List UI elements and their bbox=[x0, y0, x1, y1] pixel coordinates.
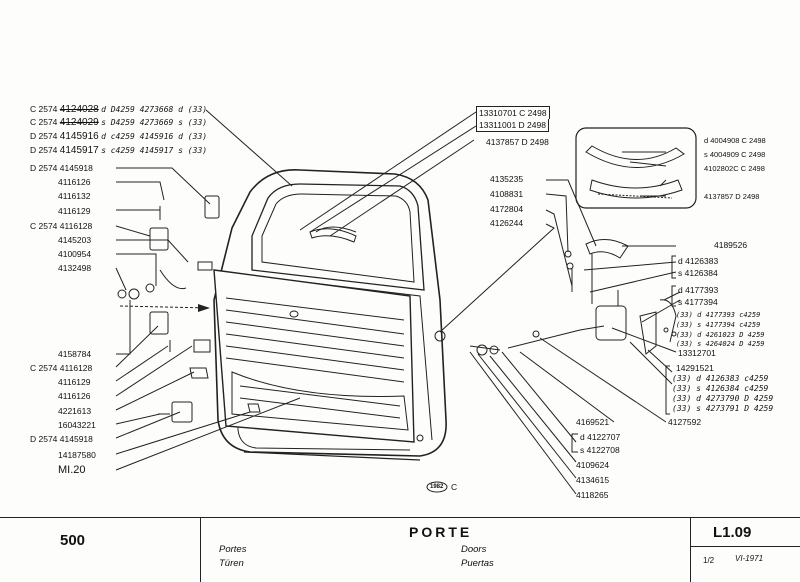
code-cell: L1.09 1/2 VI-1971 bbox=[690, 518, 800, 582]
title-es: Puertas bbox=[461, 558, 494, 569]
part-label: 4145203 bbox=[58, 235, 92, 245]
part-label: (33) s 4273791 D 4259 bbox=[672, 404, 774, 413]
part-label: d 4004908 C 2498 bbox=[704, 136, 766, 145]
part-label: C 2574 4116128 bbox=[30, 221, 93, 231]
part-label: 4108831 bbox=[490, 189, 524, 199]
part-label: 4134615 bbox=[576, 475, 610, 485]
part-label: (33) d 4261023 D 4259 bbox=[676, 331, 765, 339]
part-label: 4102802C C 2498 bbox=[704, 164, 765, 173]
part-label: 4116132 bbox=[58, 191, 91, 201]
model-number: 500 bbox=[60, 532, 86, 549]
part-label: 4135235 bbox=[490, 174, 524, 184]
part-label: s 4122708 bbox=[580, 445, 620, 455]
part-label: C 2574 4124028 d D4259 4273668 d (33) bbox=[30, 104, 208, 115]
part-label: 4137857 D 2498 bbox=[486, 137, 549, 147]
part-label: (33) s 4264024 D 4259 bbox=[676, 340, 765, 348]
part-label: 4158784 bbox=[58, 349, 92, 359]
part-label: s 4004909 C 2498 bbox=[704, 150, 766, 159]
part-label: s 4126384 bbox=[678, 268, 718, 278]
part-label: 14187580 bbox=[58, 450, 96, 460]
part-label: (33) d 4177393 c4259 bbox=[676, 311, 761, 319]
title-block: 500 PORTE Portes Türen Doors Puertas L1.… bbox=[0, 517, 800, 582]
part-label: 13310701 C 2498 bbox=[476, 106, 550, 119]
part-label: s 4177394 bbox=[678, 297, 718, 307]
part-label: 4100954 bbox=[58, 249, 92, 259]
part-label: 4137857 D 2498 bbox=[704, 192, 760, 201]
part-label: 4116126 bbox=[58, 177, 91, 187]
title-cell: PORTE Portes Türen Doors Puertas bbox=[200, 518, 691, 582]
part-label: (33) d 4273790 D 4259 bbox=[672, 394, 774, 403]
sheet-code: L1.09 bbox=[713, 524, 752, 541]
title-fr: Portes bbox=[219, 544, 247, 555]
part-label: d 4122707 bbox=[580, 432, 621, 442]
part-label: 4116129 bbox=[58, 377, 91, 387]
part-label: (33) d 4126383 c4259 bbox=[672, 374, 769, 383]
part-label: 4116129 bbox=[58, 206, 91, 216]
part-label: 13312701 bbox=[678, 348, 716, 358]
part-label: C 2574 4124029 s D4259 4273669 s (33) bbox=[30, 117, 208, 128]
part-label: 4189526 bbox=[714, 240, 748, 250]
part-label: d 4126383 bbox=[678, 256, 719, 266]
part-label: D 2574 4145916 d c4259 4145916 d (33) bbox=[30, 131, 208, 142]
part-label: 4109624 bbox=[576, 460, 610, 470]
part-label: 4221613 bbox=[58, 406, 92, 416]
part-label: d 4177393 bbox=[678, 285, 719, 295]
part-label: 4127592 bbox=[668, 417, 702, 427]
part-label: 4118265 bbox=[576, 490, 609, 500]
part-label: D 2574 4145917 s c4259 4145917 s (33) bbox=[30, 145, 208, 156]
part-label: 4169521 bbox=[576, 417, 610, 427]
stamp-number: 1982 bbox=[430, 484, 444, 490]
sheet-title: PORTE bbox=[409, 524, 473, 540]
exploded-door-diagram bbox=[115, 109, 697, 495]
part-label: D 2574 4145918 bbox=[30, 434, 93, 444]
title-en: Doors bbox=[461, 544, 487, 555]
part-label: 14291521 bbox=[676, 363, 714, 373]
part-label: (33) s 4177394 c4259 bbox=[676, 321, 761, 329]
part-label: MI.20 bbox=[58, 464, 86, 476]
stamp-suffix: C bbox=[451, 482, 458, 492]
page-number: 1/2 bbox=[703, 556, 715, 565]
part-label: 4132498 bbox=[58, 263, 92, 273]
part-label: 4116126 bbox=[58, 391, 91, 401]
part-label: D 2574 4145918 bbox=[30, 163, 93, 173]
part-label: 13311001 D 2498 bbox=[476, 119, 549, 132]
part-label: C 2574 4116128 bbox=[30, 363, 93, 373]
issue-date: VI-1971 bbox=[735, 554, 764, 563]
part-label: 16043221 bbox=[58, 420, 96, 430]
part-label: 4172804 bbox=[490, 204, 524, 214]
part-label: 4126244 bbox=[490, 218, 524, 228]
part-label: (33) s 4126384 c4259 bbox=[672, 384, 769, 393]
title-de: Türen bbox=[219, 558, 244, 569]
